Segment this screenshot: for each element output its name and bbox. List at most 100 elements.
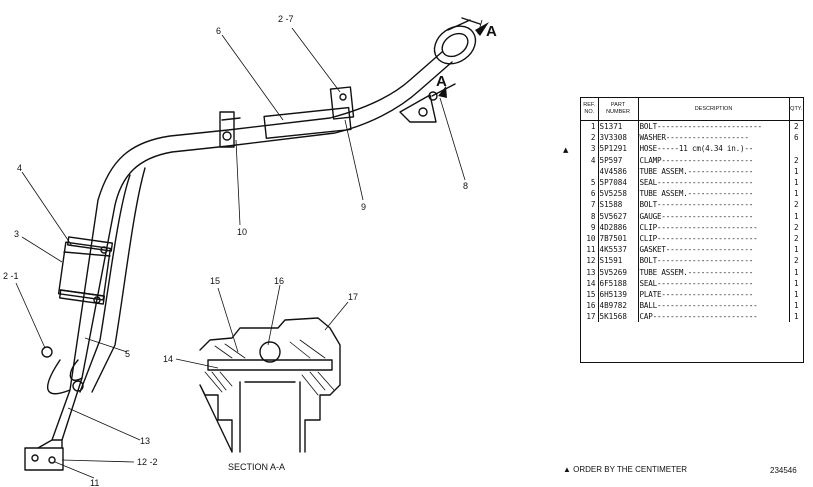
section-arrow-icon bbox=[438, 86, 447, 98]
cell-desc: BOLT---------------------- bbox=[638, 199, 790, 211]
cell-part: S1371 bbox=[598, 120, 639, 133]
cell-desc: CLIP----------------------- bbox=[638, 232, 790, 245]
cell-ref: 4 bbox=[581, 154, 599, 166]
cell-desc: TUBE ASSEM.--------------- bbox=[638, 165, 790, 177]
cell-desc: CLAMP--------------------- bbox=[638, 154, 790, 166]
callout-2-1: 2 -1 bbox=[3, 271, 19, 281]
cell-ref: 15 bbox=[581, 288, 599, 300]
section-a-a-view bbox=[199, 317, 341, 453]
cell-part: 6F5188 bbox=[598, 277, 639, 289]
hose-clamp-assembly bbox=[57, 236, 114, 305]
cell-part: 5K1568 bbox=[598, 311, 639, 323]
cell-desc: PLATE--------------------- bbox=[638, 288, 790, 300]
cell-part: 4B9782 bbox=[598, 300, 639, 312]
callout-13: 13 bbox=[140, 436, 150, 446]
callout-17: 17 bbox=[348, 292, 358, 302]
document-number: 234546 bbox=[770, 466, 797, 475]
cell-desc: BALL----------------------- bbox=[638, 300, 790, 312]
callout-12-2: 12 -2 bbox=[137, 457, 158, 467]
cell-qty: 2 bbox=[793, 155, 799, 165]
callout-2-7: 2 -7 bbox=[278, 14, 294, 24]
cell-desc: BOLT------------------------ bbox=[638, 120, 790, 133]
cell-part: 5P1291 bbox=[598, 143, 639, 155]
cell-part: 3V3308 bbox=[598, 132, 639, 144]
cell-ref: 17 bbox=[581, 311, 599, 323]
cell-part: S1588 bbox=[598, 199, 639, 211]
cell-desc: SEAL---------------------- bbox=[638, 277, 790, 289]
cell-ref: 16 bbox=[581, 300, 599, 312]
callout-14: 14 bbox=[163, 354, 173, 364]
callout-6: 6 bbox=[216, 26, 221, 36]
callout-4: 4 bbox=[17, 163, 22, 173]
cell-qty: 1 bbox=[793, 189, 799, 199]
section-mark-a-top: A bbox=[486, 23, 497, 40]
cell-qty: 2 bbox=[793, 122, 799, 132]
callout-5: 5 bbox=[125, 349, 130, 359]
cell-part: 5P7084 bbox=[598, 176, 639, 189]
cell-part: 4V4586 bbox=[598, 165, 639, 177]
cell-qty: 1 bbox=[793, 178, 799, 188]
cell-ref: 6 bbox=[581, 188, 599, 200]
callout-11: 11 bbox=[90, 478, 99, 487]
cell-desc: TUBE ASSEM.--------------- bbox=[638, 266, 790, 278]
cell-qty: 6 bbox=[793, 133, 799, 143]
callout-8: 8 bbox=[463, 181, 468, 191]
header-qty: QTY. bbox=[789, 98, 803, 121]
cell-part: 5V5627 bbox=[598, 210, 639, 222]
header-description: DESCRIPTION bbox=[638, 98, 790, 121]
callout-15: 15 bbox=[210, 276, 220, 286]
cell-qty: 1 bbox=[793, 166, 799, 176]
header-ref-no: REF. NO. bbox=[581, 98, 599, 121]
cell-qty: 1 bbox=[793, 289, 799, 299]
cell-desc: HOSE-----11 cm(4.34 in.)-- bbox=[638, 143, 790, 155]
cell-qty: 1 bbox=[793, 245, 799, 255]
section-mark-a-mid: A bbox=[436, 73, 447, 90]
footer-note: ▲ ORDER BY THE CENTIMETER bbox=[563, 465, 688, 474]
tube-sleeve bbox=[263, 86, 355, 140]
cell-ref: 7 bbox=[581, 199, 599, 211]
cell-qty: 1 bbox=[793, 267, 799, 277]
cell-qty: 1 bbox=[793, 312, 799, 322]
dipstick-tube bbox=[47, 51, 453, 441]
callout-16: 16 bbox=[274, 276, 284, 286]
cell-ref bbox=[581, 165, 599, 177]
callout-labels: 2 -7 6 4 3 2 -1 5 13 12 -2 11 10 9 8 15 … bbox=[3, 14, 497, 487]
cell-ref: 8 bbox=[581, 210, 599, 222]
cell-part: 4D2886 bbox=[598, 221, 639, 233]
section-caption: SECTION A-A bbox=[228, 462, 285, 472]
cell-desc: GASKET-------------------- bbox=[638, 244, 790, 256]
table-header-row: REF. NO. PART NUMBER DESCRIPTION QTY. bbox=[581, 98, 803, 121]
cell-part: 6H5139 bbox=[598, 288, 639, 300]
cell-desc: WASHER------------------- bbox=[638, 132, 790, 144]
base-bracket bbox=[24, 346, 84, 471]
cell-ref: 11 bbox=[581, 244, 599, 256]
cell-qty: 1 bbox=[793, 211, 799, 221]
cell-part: S1591 bbox=[598, 255, 639, 267]
cell-part: 5P597 bbox=[598, 154, 639, 166]
cell-ref: 5 bbox=[581, 176, 599, 189]
cell-qty: 2 bbox=[793, 256, 799, 266]
cell-desc: BOLT---------------------- bbox=[638, 255, 790, 267]
cell-qty: 2 bbox=[793, 233, 799, 243]
cell-part: 4K5537 bbox=[598, 244, 639, 256]
cell-qty bbox=[789, 143, 803, 154]
leader-lines bbox=[15, 19, 483, 479]
